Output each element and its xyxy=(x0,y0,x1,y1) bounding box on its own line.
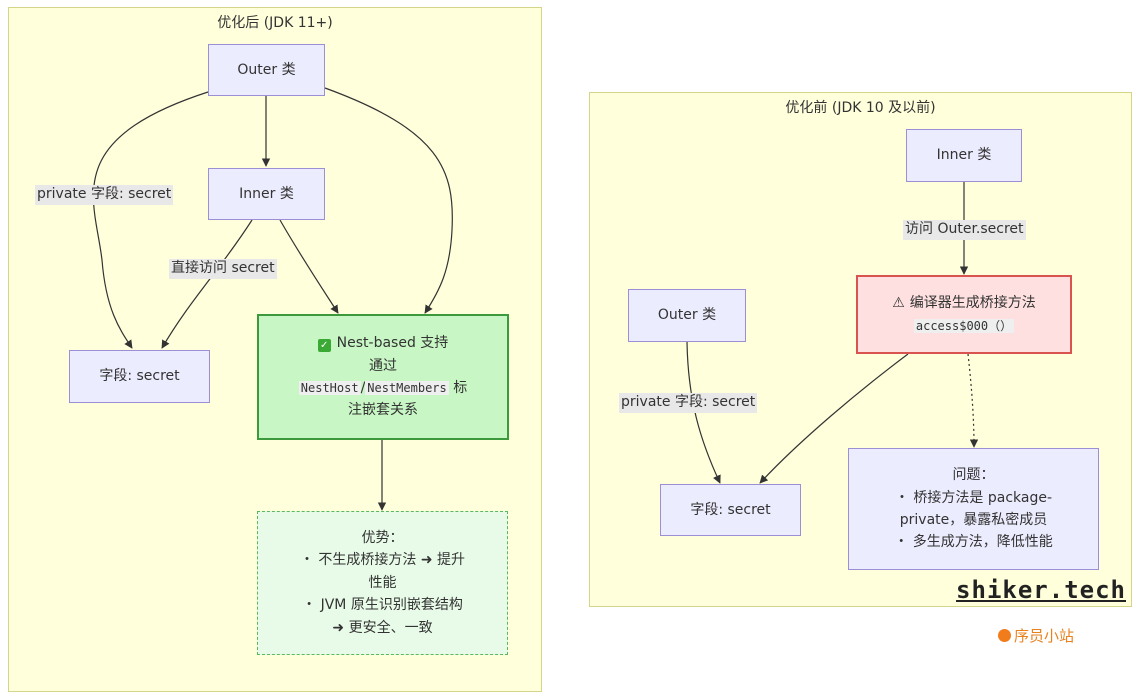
bridge-code: access$000（） xyxy=(913,318,1015,333)
warning-icon: ⚠ xyxy=(892,295,905,312)
nest-tail: 标 xyxy=(453,380,468,396)
bridge-title: 编译器生成桥接方法 xyxy=(909,295,1036,312)
orange-icon xyxy=(998,629,1011,642)
edge-bridge-field xyxy=(759,353,909,484)
before-cluster-title: 优化前 (JDK 10 及以前) xyxy=(785,100,936,116)
adv-line3: ・ JVM 原生识别嵌套结构 xyxy=(302,597,463,614)
node-field-after: 字段: secret xyxy=(69,350,210,403)
edge-label-access: 访问 Outer.secret xyxy=(903,220,1026,240)
adv-line1: ・ 不生成桥接方法 ➜ 提升 xyxy=(299,552,466,569)
edge-inner-field xyxy=(161,219,253,349)
nest-line2: 通过 xyxy=(369,357,397,374)
nest-code-members: NestMembers xyxy=(365,381,449,395)
problem-line3: ・ 多生成方法，降低性能 xyxy=(894,534,1053,551)
adv-title: 优势： xyxy=(361,530,404,547)
adv-line2: 性能 xyxy=(368,574,397,591)
node-advantages: 优势： ・ 不生成桥接方法 ➜ 提升 性能 ・ JVM 原生识别嵌套结构 ➜ 更… xyxy=(257,511,508,655)
problem-line1: ・ 桥接方法是 package- xyxy=(894,489,1053,506)
edge-outer-field xyxy=(92,91,209,349)
node-nest-support: ✓ Nest-based 支持 通过 NestHost/NestMembers 标… xyxy=(257,314,509,440)
edge-inner-nest xyxy=(279,219,339,314)
node-outer-before: Outer 类 xyxy=(628,289,746,342)
edge-label-private-before: private 字段: secret xyxy=(619,393,758,413)
edge-label-private-after: private 字段: secret xyxy=(35,185,174,205)
nest-line4: 注嵌套关系 xyxy=(348,402,418,419)
adv-line4: ➜ 更安全、一致 xyxy=(332,619,433,636)
problem-title: 问题： xyxy=(952,467,995,484)
nest-sep: / xyxy=(360,380,366,396)
after-cluster-title: 优化后 (JDK 11+) xyxy=(217,15,333,31)
nest-code-host: NestHost xyxy=(298,381,361,395)
check-icon: ✓ xyxy=(317,339,331,353)
nest-title: Nest-based 支持 xyxy=(336,335,449,352)
node-bridge-method: ⚠编译器生成桥接方法 access$000（） xyxy=(856,275,1072,354)
edge-outer-nest xyxy=(324,87,453,314)
edge-label-direct: 直接访问 secret xyxy=(169,259,277,279)
node-outer-after: Outer 类 xyxy=(208,44,325,96)
node-inner-after: Inner 类 xyxy=(208,168,325,220)
logo: 序员小站 xyxy=(998,625,1074,646)
edge-bridge-problem xyxy=(967,353,979,448)
edge-outer-field-before xyxy=(686,341,721,484)
problem-line2: private，暴露私密成员 xyxy=(899,512,1048,528)
node-problems: 问题： ・ 桥接方法是 package- private，暴露私密成员 ・ 多生… xyxy=(848,448,1099,570)
watermark-text: shiker.tech xyxy=(956,576,1126,604)
logo-text: 序员小站 xyxy=(1014,627,1075,645)
node-inner-before: Inner 类 xyxy=(906,129,1022,182)
node-field-before: 字段: secret xyxy=(660,484,801,536)
